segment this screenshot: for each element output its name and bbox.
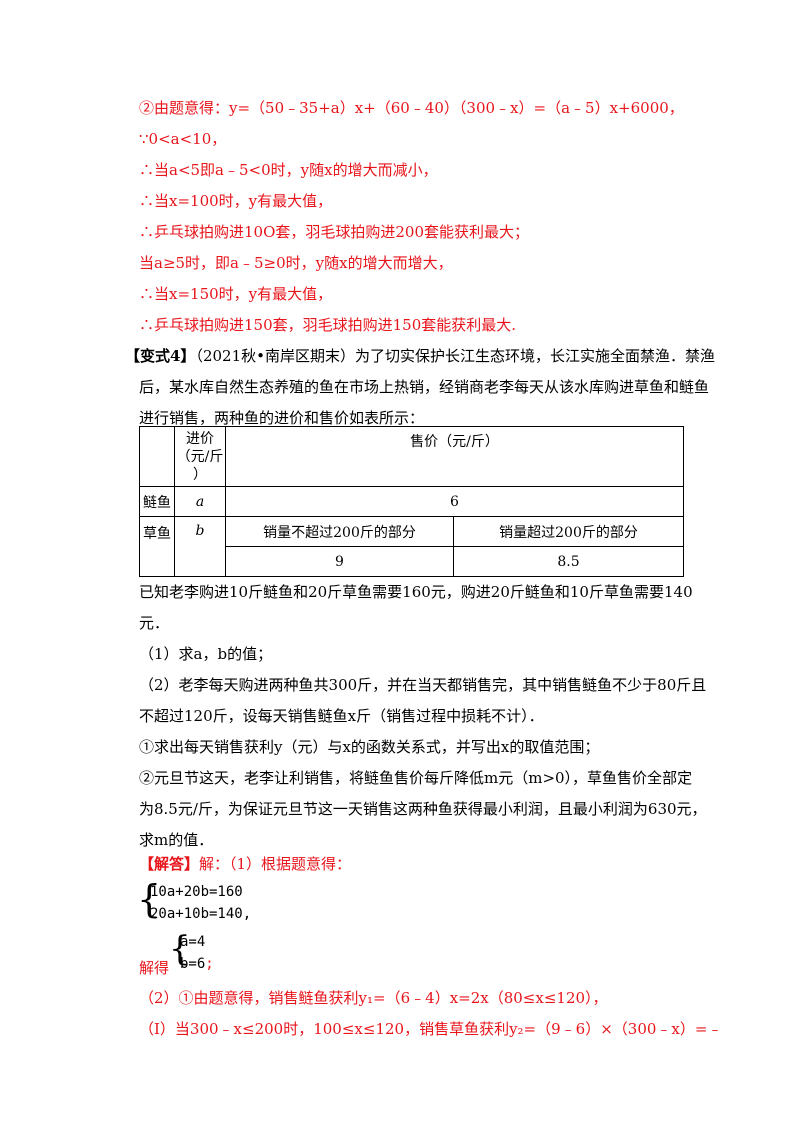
grass-carp-tier-price: 9	[225, 546, 454, 577]
solution-text: b=6	[180, 956, 206, 972]
solution-line: 当a≥5时，即a﹣5≥0时，y随x的增大而增大，	[139, 254, 453, 272]
left-brace-icon: {	[169, 929, 191, 969]
grass-carp-tier-header: 销量不超过200斤的部分	[225, 516, 454, 547]
question-line: （2）老李每天购进两种鱼共300斤，并在当天都销售完，其中销售鲢鱼不少于80斤且	[139, 676, 707, 694]
cost-header-line: 进价	[186, 430, 214, 447]
variant-text: 进行销售，两种鱼的进价和售价如表所示：	[139, 409, 425, 427]
question-line: ①求出每天销售获利y（元）与x的函数关系式，并写出x的取值范围；	[139, 738, 600, 756]
price-table: 进价 （元/斤 ） 售价（元/斤） 鲢鱼 a 6 草鱼 b 销量不超过200斤的…	[139, 426, 684, 577]
question-line: 不超过120斤，设每天销售鲢鱼x斤（销售过程中损耗不计）．	[139, 707, 544, 725]
answer-intro: 【解答】解：（1）根据题意得：	[139, 854, 351, 874]
solution-line: ∵0<a<10，	[139, 130, 227, 148]
sale-header: 售价（元/斤）	[225, 426, 684, 487]
solution-line: ∴当a<5即a﹣5<0时，y随x的增大而减小，	[139, 161, 438, 179]
solution-line: ∴乒乓球拍购进10O套，羽毛球拍购进200套能获利最大；	[139, 223, 530, 241]
solution-punct: ;	[205, 956, 214, 972]
equation: 20a+10b=140,	[150, 906, 251, 922]
solution-line: ∴当x=150时，y有最大值，	[139, 285, 333, 303]
equation-punct: ,	[242, 906, 252, 922]
variant-text: 后，某水库自然生态养殖的鱼在市场上热销，经销商老李每天从该水库购进草鱼和鲢鱼	[139, 378, 710, 396]
fish-name-silver-carp: 鲢鱼	[139, 486, 175, 517]
cost-header: 进价 （元/斤 ）	[174, 426, 226, 487]
question-line: 已知老李购进10斤鲢鱼和20斤草鱼需要160元，购进20斤鲢鱼和10斤草鱼需要1…	[139, 583, 693, 601]
solved-label: 解得	[139, 959, 170, 977]
question-line: 求m的值．	[139, 831, 214, 849]
answer-line: （2）①由题意得，销售鲢鱼获利y₁=（6﹣4）x=2x（80≤x≤120），	[139, 989, 608, 1007]
solution-value: a=4	[180, 934, 206, 950]
answer-line: （Ⅰ）当300﹣x≤200时，100≤x≤120，销售草鱼获利y₂=（9﹣6）×…	[139, 1020, 723, 1038]
question-line: 为8.5元/斤，为保证元旦节这一天销售这两种鱼获得最小利润，且最小利润为630元…	[139, 800, 707, 818]
fish-name-grass-carp: 草鱼	[139, 516, 175, 577]
grass-carp-tier-header: 销量超过200斤的部分	[453, 516, 684, 547]
solution-line: ∴乒乓球拍购进150套，羽毛球拍购进150套能获利最大.	[139, 316, 517, 334]
equation-text: 20a+10b=140	[150, 906, 243, 922]
question-line: （1）求a，b的值；	[139, 645, 273, 663]
solution-line: ②由题意得：y=（50﹣35+a）x+（60﹣40）（300﹣x）=（a﹣5）x…	[139, 99, 684, 117]
equation: 10a+20b=160	[150, 884, 243, 900]
cost-grass-carp: b	[174, 516, 226, 577]
left-brace-icon: {	[137, 877, 162, 921]
variant-tag: 【变式4】	[125, 347, 196, 365]
question-line: ②元旦节这天，老李让利销售，将鲢鱼售价每斤降低m元（m>0），草鱼售价全部定	[139, 769, 693, 787]
question-line: 元．	[139, 614, 170, 632]
cost-header-line: ）	[193, 466, 207, 483]
variant-text: （2021秋•南岸区期末）为了切实保护长江生态环境，长江实施全面禁渔．禁渔	[195, 347, 715, 365]
solution-line: ∴当x=100时，y有最大值，	[139, 192, 333, 210]
answer-label: 【解答】	[139, 855, 200, 873]
variant-intro: 【变式4】（2021秋•南岸区期末）为了切实保护长江生态环境，长江实施全面禁渔．…	[125, 346, 715, 366]
solution-value: b=6;	[180, 956, 214, 972]
sale-silver-carp: 6	[225, 486, 684, 517]
cost-header-line: （元/斤	[176, 448, 224, 465]
cost-silver-carp: a	[174, 486, 226, 517]
answer-text: 解：（1）根据题意得：	[199, 855, 352, 873]
grass-carp-tier-price: 8.5	[453, 546, 684, 577]
table-corner-cell	[139, 426, 175, 487]
